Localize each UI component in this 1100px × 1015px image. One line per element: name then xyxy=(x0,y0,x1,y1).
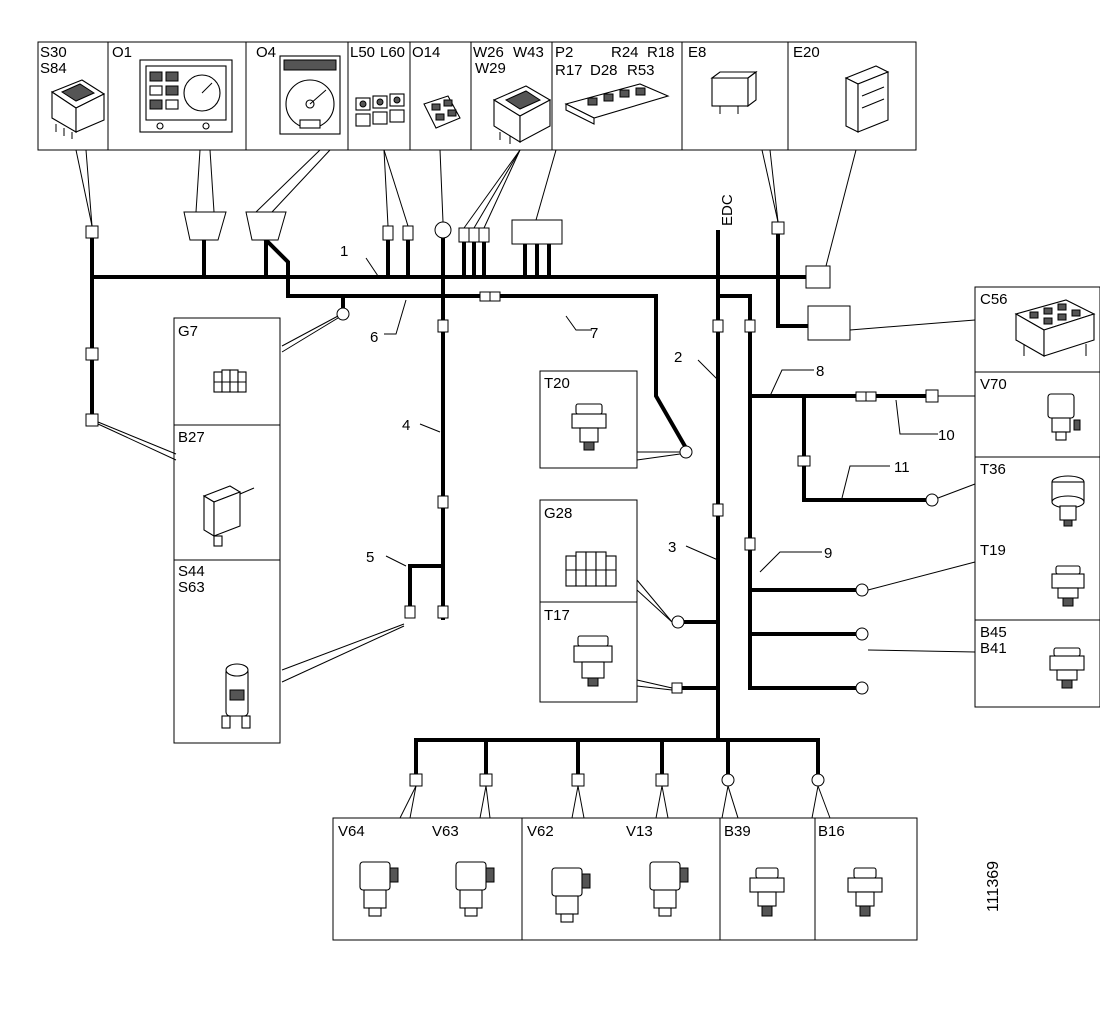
control-unit-e20-icon xyxy=(844,65,890,133)
harness-wiring xyxy=(90,230,934,776)
valve-v70-icon xyxy=(1047,393,1081,441)
label-v64: V64 xyxy=(338,823,365,840)
connector xyxy=(85,413,99,427)
valve-v64-icon xyxy=(359,861,399,917)
cable-number-1: 1 xyxy=(340,243,348,260)
label-t36: T36 xyxy=(980,461,1006,478)
relay-e8-icon xyxy=(710,70,758,114)
cable-number-2: 2 xyxy=(674,349,682,366)
valve-v62-icon xyxy=(551,867,591,923)
label-o4: O4 xyxy=(256,44,276,61)
bottom-strip-frame xyxy=(332,817,918,941)
label-t20: T20 xyxy=(544,375,570,392)
connector-p2 xyxy=(511,219,563,245)
left-component-column: G7 B27 S44 S63 xyxy=(173,317,281,744)
bottom-component-strip: V64 V63 V62 V13 B39 B16 xyxy=(332,817,918,941)
label-s30: S30 xyxy=(40,44,67,61)
connector-o1 xyxy=(183,211,227,241)
cable-number-11: 11 xyxy=(894,459,910,476)
label-b45: B45 xyxy=(980,624,1007,641)
sensor-b45-icon xyxy=(1049,647,1085,689)
label-b39: B39 xyxy=(724,823,751,840)
label-r53: R53 xyxy=(627,62,655,79)
label-o14: O14 xyxy=(412,44,440,61)
harness-connectors xyxy=(85,211,939,787)
module-o14-icon xyxy=(423,95,461,129)
connector xyxy=(85,347,99,361)
label-p2: P2 xyxy=(555,44,573,61)
label-l50: L50 xyxy=(350,44,375,61)
label-v13: V13 xyxy=(626,823,653,840)
cable-number-3: 3 xyxy=(668,539,676,556)
cable-number-8: 8 xyxy=(816,363,824,380)
drawing-number: 111369 xyxy=(985,861,1002,912)
label-t17: T17 xyxy=(544,607,570,624)
cable-number-9: 9 xyxy=(824,545,832,562)
instrument-panel-o1-icon xyxy=(139,59,233,133)
label-v63: V63 xyxy=(432,823,459,840)
label-v62: V62 xyxy=(527,823,554,840)
center-component-panels: T20 G28 T17 xyxy=(539,370,638,703)
label-b27: B27 xyxy=(178,429,205,446)
connector xyxy=(85,225,99,239)
label-c56: C56 xyxy=(980,291,1008,308)
cable-number-7: 7 xyxy=(590,325,598,342)
label-v70: V70 xyxy=(980,376,1007,393)
cable-number-labels: 1 2 3 4 5 6 7 8 9 10 11 EDC 111369 xyxy=(340,194,1002,912)
control-unit-c56-icon xyxy=(1014,299,1096,357)
sensor-t19-icon xyxy=(1051,565,1085,607)
cable-number-6: 6 xyxy=(370,329,378,346)
sensor-t36-icon xyxy=(1051,475,1085,527)
label-r17: R17 xyxy=(555,62,583,79)
valve-v63-icon xyxy=(455,861,495,917)
sensor-b27-icon xyxy=(202,485,255,547)
label-s63: S63 xyxy=(178,579,205,596)
label-r18: R18 xyxy=(647,44,675,61)
sensor-b16-icon xyxy=(847,867,883,917)
label-e20-text: E20 xyxy=(793,44,820,61)
label-r24: R24 xyxy=(611,44,639,61)
label-t19: T19 xyxy=(980,542,1006,559)
label-d28: D28 xyxy=(590,62,618,79)
top-component-strip: S30 S84 O1 O4 L50 L60 O14 W26 W43 W29 P2… xyxy=(37,41,917,151)
harness-label-edc: EDC xyxy=(719,194,736,226)
label-l60: L60 xyxy=(380,44,405,61)
relay-board-p2-icon xyxy=(564,83,670,125)
label-w43: W43 xyxy=(513,44,544,61)
cable-number-10: 10 xyxy=(938,427,955,444)
leader-lines xyxy=(75,149,976,819)
cable-number-4: 4 xyxy=(402,417,410,434)
label-g28: G28 xyxy=(544,505,572,522)
connector-e20 xyxy=(805,265,831,289)
fuse-block-g7-icon xyxy=(213,369,247,393)
label-e8: E8 xyxy=(688,44,706,61)
connector-o4 xyxy=(245,211,287,241)
connector-o14 xyxy=(434,221,452,239)
right-component-column: C56 V70 T36 T19 B45 B41 xyxy=(974,286,1100,708)
sensor-t20-icon xyxy=(571,403,607,451)
label-w26: W26 xyxy=(473,44,504,61)
switch-s44-icon xyxy=(221,663,251,729)
warning-lamps-l50-icon xyxy=(355,93,405,127)
rocker-switch-s30-icon xyxy=(50,79,106,139)
sensor-b39-icon xyxy=(749,867,785,917)
sensor-t17-icon xyxy=(573,635,613,687)
valve-v13-icon xyxy=(649,861,689,917)
label-g7: G7 xyxy=(178,323,198,340)
label-b16: B16 xyxy=(818,823,845,840)
label-b41: B41 xyxy=(980,640,1007,657)
fuse-block-g28-icon xyxy=(565,551,617,587)
label-o1: O1 xyxy=(112,44,132,61)
label-s44: S44 xyxy=(178,563,205,580)
switch-w26-icon xyxy=(492,85,552,144)
cable-number-5: 5 xyxy=(366,549,374,566)
label-s84: S84 xyxy=(40,60,67,77)
gauge-o4-icon xyxy=(279,55,341,135)
connector-c56 xyxy=(807,305,851,341)
label-w29: W29 xyxy=(475,60,506,77)
